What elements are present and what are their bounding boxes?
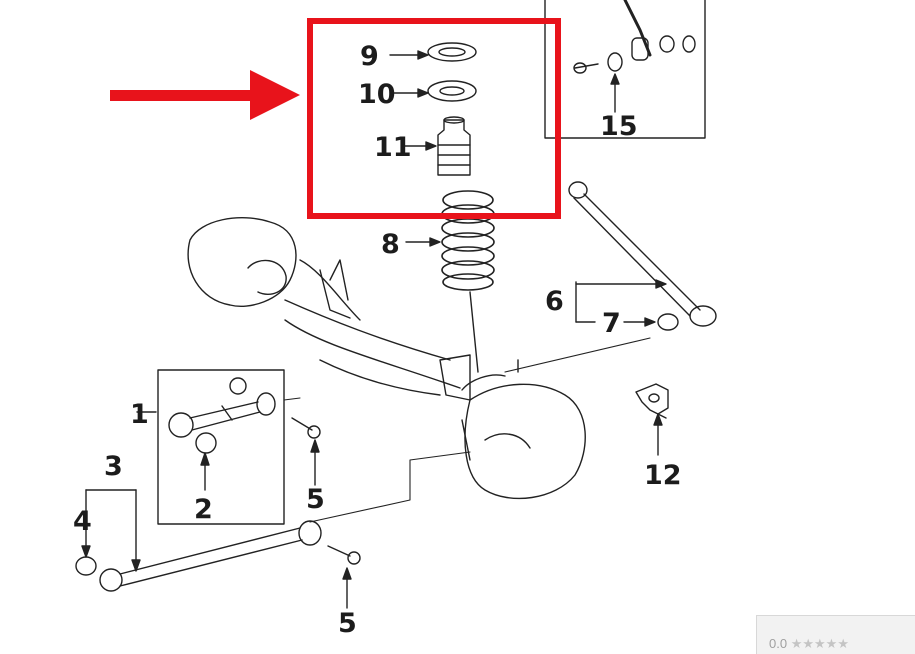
callout-12: 12 [644,460,682,491]
callout-11: 11 [374,132,412,163]
callout-2: 2 [194,494,213,525]
lateral-control-rod-6 [568,181,717,327]
bracket-12 [635,383,669,419]
bushing-7 [657,313,679,331]
callout-8: 8 [381,229,400,260]
spring-seat-9 [427,42,477,62]
rear-axle-housing [187,216,586,500]
callout-3: 3 [104,451,123,482]
bolt-5-lower [327,545,361,565]
callout-5-upper: 5 [306,484,325,515]
inset-frame-1 [157,369,285,525]
highlight-box [307,18,561,219]
spring-insulator-10 [427,80,477,102]
callout-15: 15 [600,111,638,142]
bushing-2 [195,432,217,454]
callout-7: 7 [602,308,621,339]
bushing-4 [75,556,97,576]
bump-stopper-11 [437,116,471,176]
callout-1: 1 [130,399,149,430]
upper-control-arm-1 [168,377,276,438]
highlight-arrow [110,70,300,120]
coil-spring-8 [441,190,495,291]
callout-4: 4 [73,506,92,537]
lower-control-arm-3 [99,520,322,592]
callout-6: 6 [545,286,564,317]
rating-score: 0.0 [769,636,788,651]
rating-widget[interactable]: 0.0 ★★★★★ [756,615,915,654]
callout-5-lower: 5 [338,608,357,639]
callout-10: 10 [358,79,396,110]
inset-frame-15 [544,0,706,139]
rating-stars[interactable]: ★★★★★ [790,636,849,651]
callout-9: 9 [360,41,379,72]
bolt-5-upper [291,417,321,439]
bushing-15 [607,52,623,72]
